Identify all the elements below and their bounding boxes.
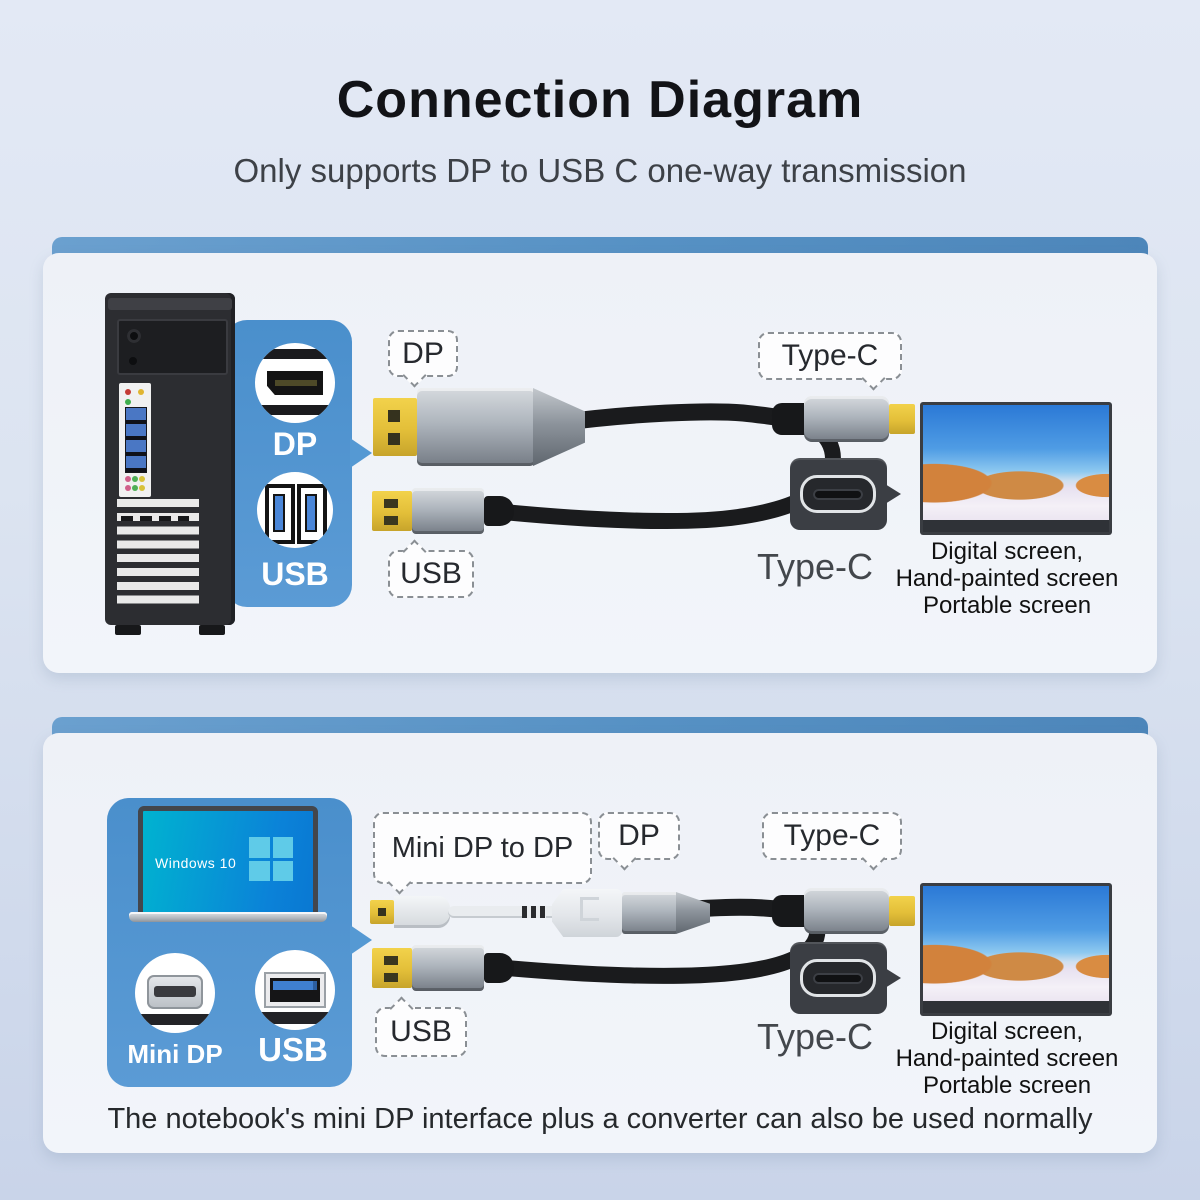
windows-logo-icon	[249, 837, 293, 881]
usb-connector	[372, 945, 522, 991]
callout-notch	[350, 438, 372, 468]
monitor-caption: Digital screen, Hand-painted screen Port…	[895, 1018, 1119, 1100]
type-c-port-label: Type-C	[756, 1016, 874, 1057]
top-panel-body: DP USB	[43, 253, 1157, 673]
page-title: Connection Diagram	[336, 71, 864, 129]
type-c-female-port-icon	[790, 942, 901, 1014]
type-c-connector	[772, 888, 922, 934]
tower-usb-stack	[125, 407, 147, 473]
top-panel: DP USB	[43, 237, 1157, 673]
monitor-caption: Digital screen, Hand-painted screen Port…	[895, 538, 1119, 620]
monitor-landscape	[923, 405, 1109, 520]
dp-female-adapter	[552, 889, 622, 937]
portable-monitor	[920, 402, 1112, 535]
usb-port-label: USB	[261, 556, 329, 592]
mini-dp-plug-gold-tip	[370, 900, 394, 924]
monitor-landscape	[923, 886, 1109, 1001]
bottom-panel-body: Windows 10 Mini DP USB	[43, 733, 1157, 1153]
panel-footnote: The notebook's mini DP interface plus a …	[107, 1103, 1093, 1135]
pc-tower	[105, 293, 235, 635]
dp-plug-gold-tip	[373, 398, 417, 456]
type-c-connector	[772, 396, 922, 442]
bottom-panel: Windows 10 Mini DP USB	[43, 717, 1157, 1153]
usb-plug-gold-tip	[372, 948, 412, 988]
mini-dp-port-label: Mini DP	[127, 1039, 223, 1069]
dp-cable-label: DP	[388, 330, 458, 388]
mini-dp-to-dp-label: Mini DP to DP	[373, 812, 592, 895]
page-subtitle: Only supports DP to USB C one-way transm…	[233, 152, 967, 189]
mini-dp-port-icon	[135, 953, 215, 1033]
usb-port-icon	[255, 950, 335, 1030]
mini-dp-connector	[394, 896, 450, 928]
laptop: Windows 10	[129, 806, 327, 928]
type-c-cable-label: Type-C	[762, 812, 902, 871]
usb-plug-gold-tip	[372, 491, 412, 531]
dp-connector	[373, 388, 588, 468]
adapter-white-cable	[448, 906, 560, 918]
dp-connector	[622, 892, 678, 934]
mini-dp-to-dp-adapter-assembly	[370, 885, 710, 945]
laptop-base	[129, 912, 327, 922]
usb-port-label: USB	[258, 1031, 328, 1068]
type-c-cable-label: Type-C	[758, 332, 902, 391]
usb-cable-label: USB	[375, 996, 467, 1057]
type-c-plug-gold-tip	[889, 404, 915, 434]
usb-cable-label: USB	[388, 539, 474, 598]
windows-os-label: Windows 10	[155, 855, 237, 871]
callout-notch	[350, 925, 372, 955]
type-c-female-port-icon	[790, 458, 901, 530]
dp-port-icon	[255, 343, 335, 423]
portable-monitor	[920, 883, 1112, 1016]
type-c-plug-gold-tip	[889, 896, 915, 926]
dp-cable-label: DP	[598, 812, 680, 871]
usb-connector	[372, 488, 522, 534]
usb-ports-icon	[257, 472, 333, 548]
type-c-port-label: Type-C	[756, 546, 874, 587]
dp-port-label: DP	[272, 426, 318, 462]
